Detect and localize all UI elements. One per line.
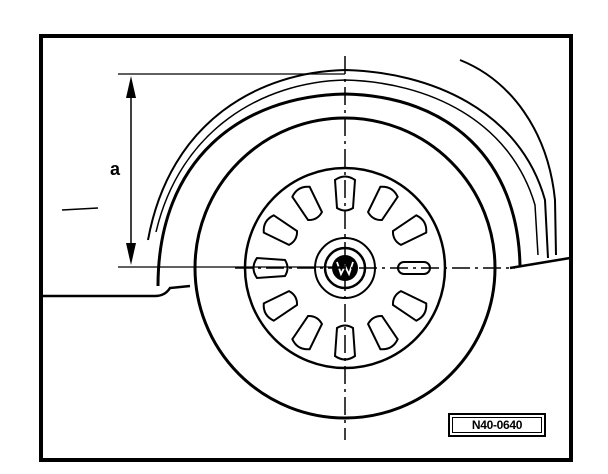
wheel-cover-slots (252, 175, 428, 361)
dimension-label-a: a (110, 159, 121, 179)
slot (366, 185, 399, 222)
slot (262, 214, 299, 247)
body-crease-line (61, 207, 99, 211)
dimension-arrow-top (126, 76, 136, 98)
slot (333, 175, 357, 212)
dimension-arrow-bottom (126, 243, 136, 265)
slot (391, 289, 428, 322)
slot (291, 185, 324, 222)
body-panel-edge-right (509, 256, 571, 270)
reference-code-box: N40-0640 (448, 413, 546, 437)
body-panel-edge-left (43, 284, 191, 298)
diagram-frame (39, 34, 573, 462)
slot (291, 314, 324, 351)
slot (333, 324, 357, 361)
reference-code: N40-0640 (452, 417, 542, 433)
slot (262, 289, 299, 322)
fender-top-line (459, 59, 557, 256)
slot (366, 314, 399, 351)
slot (391, 214, 428, 247)
slot (252, 256, 289, 280)
